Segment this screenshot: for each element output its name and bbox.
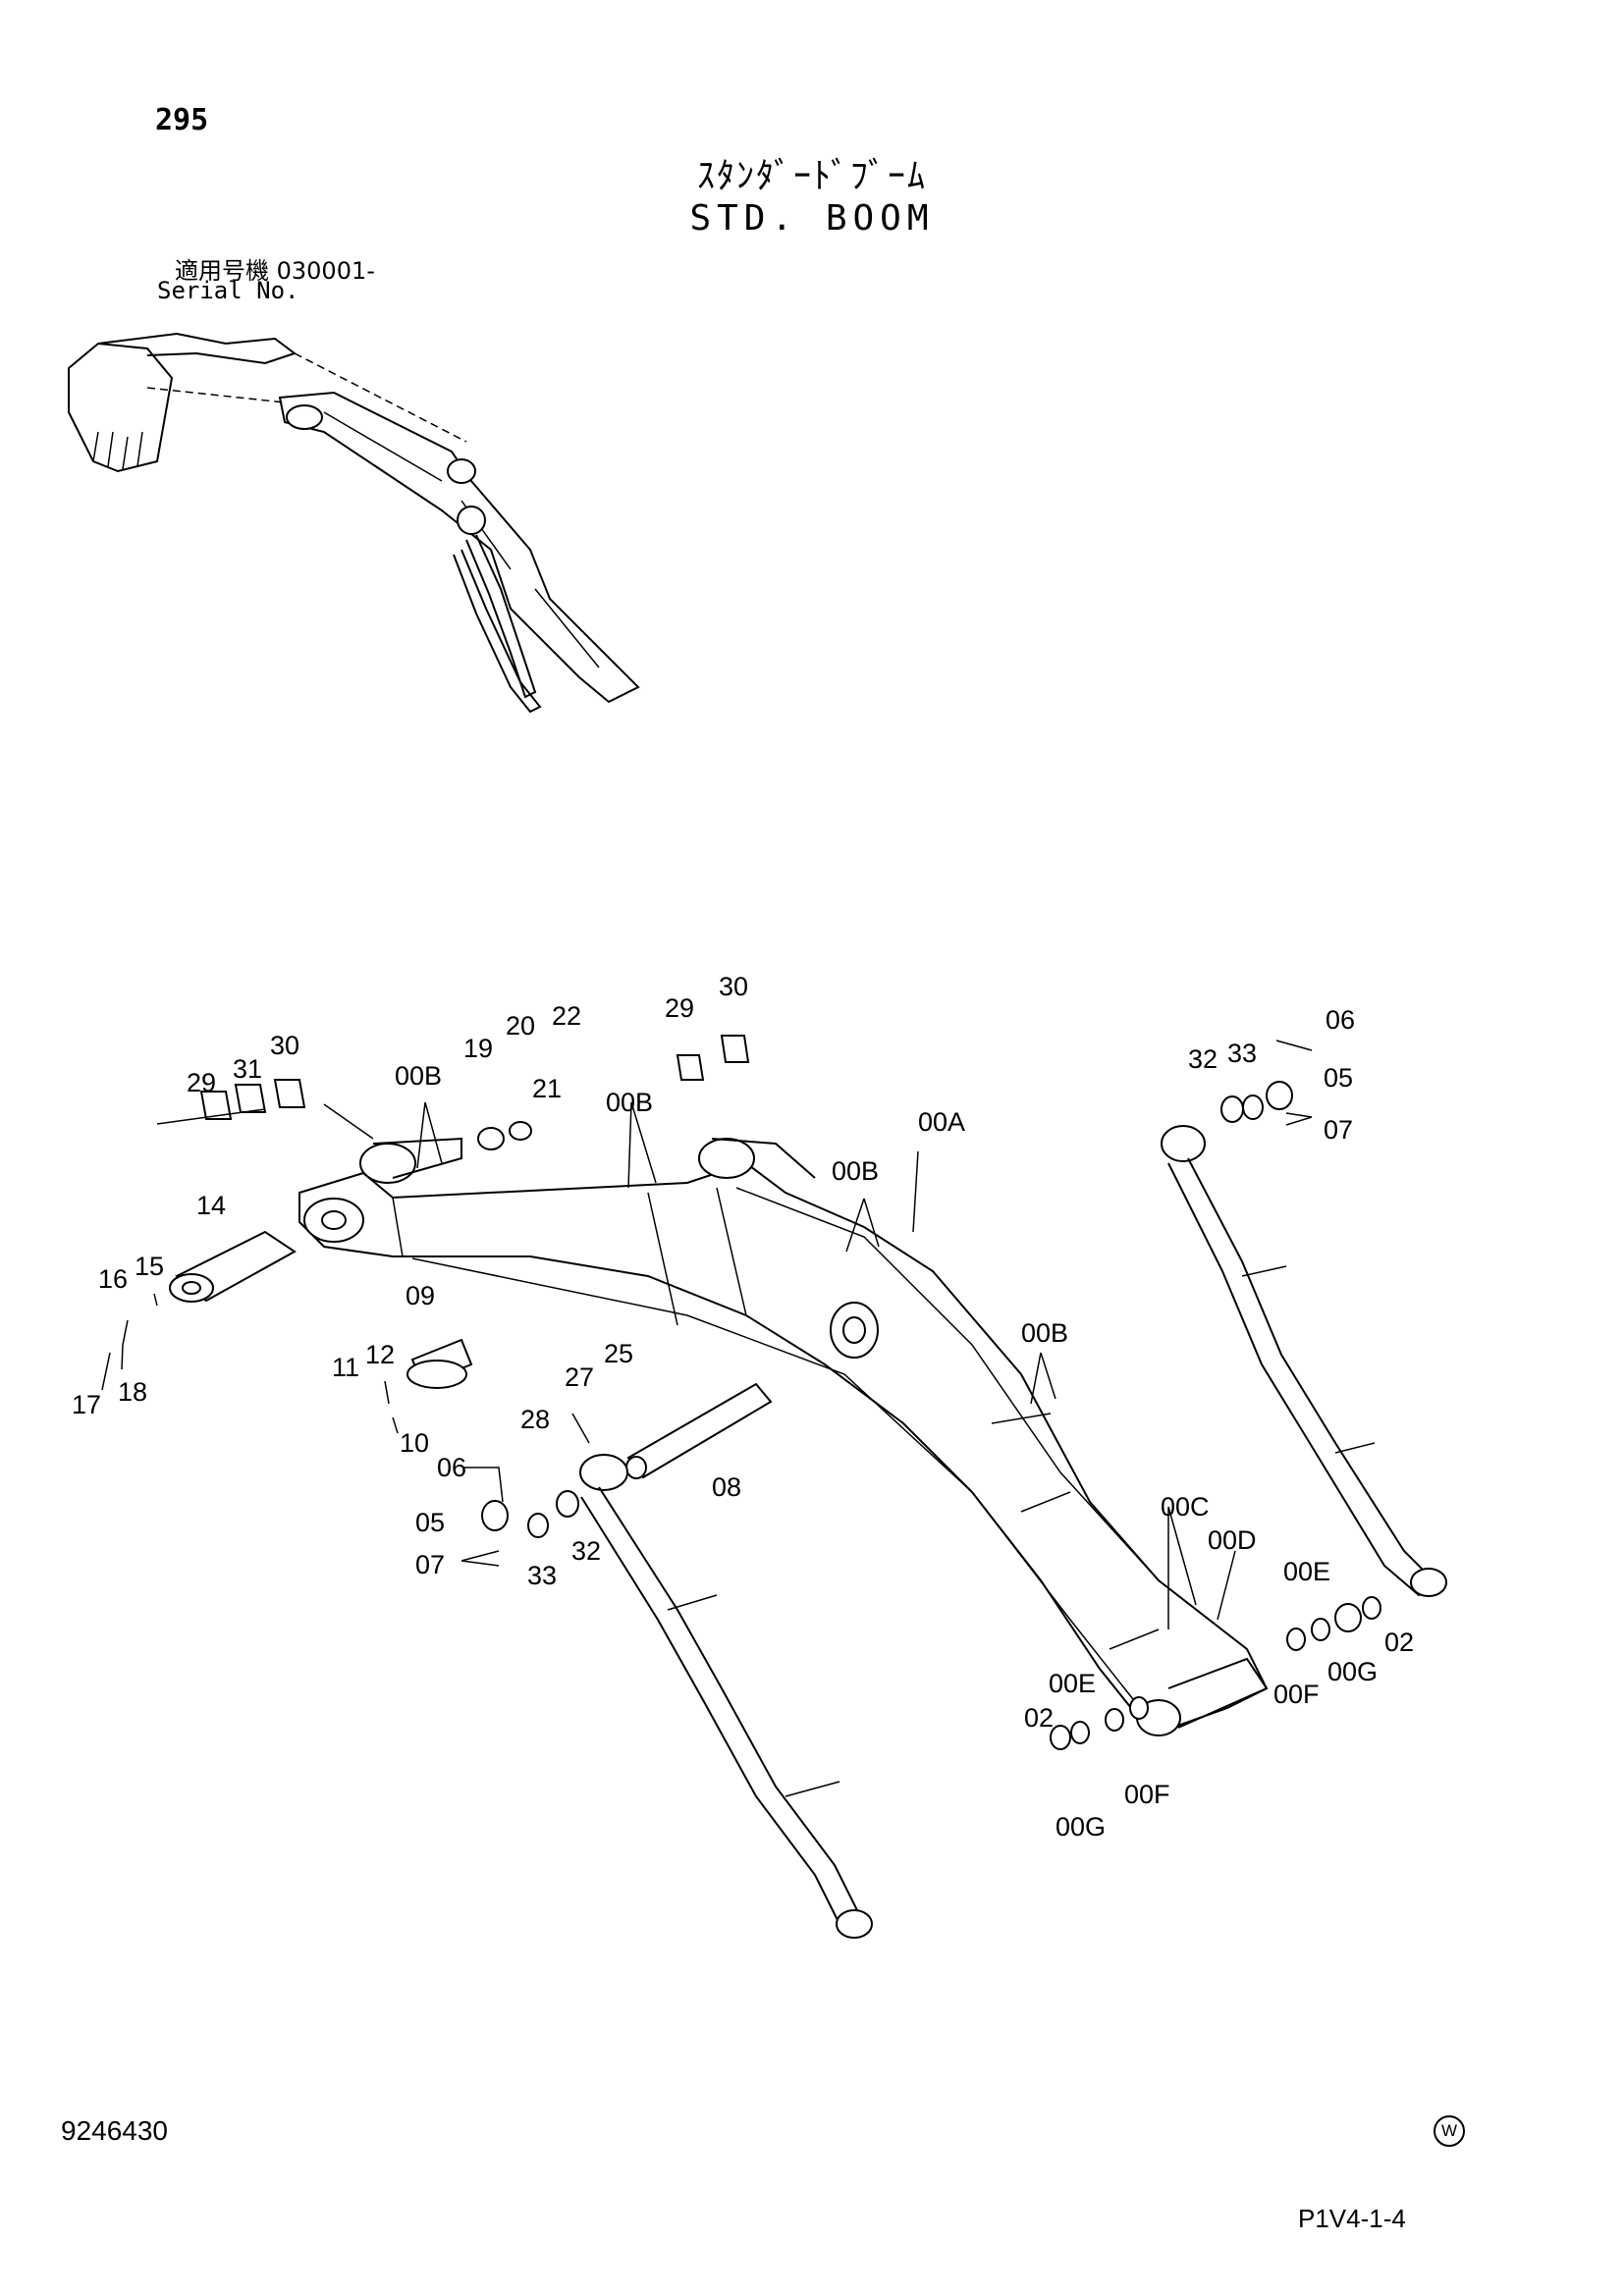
- ring-00e-left: [1105, 1708, 1124, 1732]
- callout-00b: 00B: [1021, 1318, 1069, 1348]
- callout-02: 02: [1024, 1703, 1055, 1733]
- callout-19: 19: [463, 1034, 494, 1063]
- washer-33-left: [527, 1513, 549, 1538]
- washer-32-right: [1220, 1095, 1244, 1123]
- ring-00f-left: [1129, 1696, 1149, 1720]
- callout-00d: 00D: [1208, 1525, 1257, 1555]
- callout-15: 15: [135, 1252, 165, 1281]
- callout-33: 33: [527, 1561, 558, 1590]
- callout-00g: 00G: [1327, 1657, 1379, 1686]
- callout-06: 06: [1326, 1005, 1356, 1035]
- callout-09: 09: [406, 1281, 436, 1310]
- callout-16: 16: [98, 1264, 129, 1294]
- pin-09: [406, 1338, 473, 1389]
- serial-label: Serial No.: [157, 277, 299, 304]
- callout-05: 05: [1324, 1063, 1354, 1093]
- callout-22: 22: [552, 1001, 582, 1031]
- callout-00b: 00B: [606, 1088, 654, 1117]
- ring-00g-right: [1334, 1603, 1362, 1632]
- washer-05-left: [481, 1500, 509, 1531]
- callout-00f: 00F: [1124, 1780, 1170, 1809]
- ring-00g-left: [1070, 1721, 1090, 1744]
- washer-32-left: [556, 1490, 579, 1518]
- callout-00b: 00B: [395, 1061, 443, 1091]
- w-mark-icon: W: [1434, 2115, 1465, 2147]
- title-japanese: ｽﾀﾝﾀﾞｰﾄﾞﾌﾞｰﾑ: [697, 156, 927, 196]
- page-title: STD. BOOM: [689, 198, 935, 239]
- plate-30-right: [720, 1035, 750, 1063]
- washer-05-right: [1266, 1081, 1293, 1110]
- ring-00f-right: [1286, 1628, 1306, 1651]
- plate-29-right: [676, 1054, 705, 1081]
- plate-30-left: [273, 1079, 306, 1108]
- callout-31: 31: [233, 1054, 263, 1084]
- callout-20: 20: [506, 1011, 536, 1041]
- page-code: P1V4-1-4: [1298, 2204, 1406, 2233]
- document-number: 9246430: [61, 2115, 169, 2146]
- callout-05: 05: [415, 1508, 446, 1537]
- plate-guide-lines: [156, 1103, 374, 1140]
- plate-29-left: [199, 1091, 233, 1120]
- callout-32: 32: [1188, 1044, 1218, 1074]
- callout-14: 14: [196, 1191, 227, 1220]
- callout-25: 25: [604, 1339, 634, 1368]
- ring-02-right: [1362, 1596, 1381, 1620]
- callout-06: 06: [437, 1453, 467, 1482]
- callout-30: 30: [270, 1031, 300, 1060]
- pin-14: [169, 1230, 297, 1303]
- pin-08: [625, 1382, 773, 1479]
- callout-28: 28: [520, 1405, 551, 1434]
- callout-08: 08: [712, 1472, 742, 1502]
- callout-00c: 00C: [1161, 1492, 1210, 1522]
- boom-cylinder-right: [1161, 1125, 1447, 1597]
- callout-07: 07: [1324, 1115, 1354, 1145]
- callout-30: 30: [719, 972, 749, 1001]
- callout-18: 18: [118, 1377, 148, 1407]
- callout-00b: 00B: [832, 1156, 880, 1186]
- leader-lines: [101, 1040, 1313, 1629]
- callout-07: 07: [415, 1550, 446, 1579]
- washer-33-right: [1242, 1095, 1264, 1120]
- callout-00e: 00E: [1283, 1557, 1331, 1586]
- ring-02-left: [1050, 1725, 1071, 1750]
- callout-29: 29: [665, 993, 695, 1023]
- page-number: 295: [155, 103, 209, 137]
- washer-19: [477, 1127, 505, 1150]
- callout-29: 29: [187, 1068, 217, 1097]
- callout-12: 12: [365, 1340, 396, 1369]
- callout-00f: 00F: [1273, 1680, 1320, 1709]
- callout-00e: 00E: [1049, 1669, 1097, 1698]
- callout-10: 10: [400, 1428, 430, 1458]
- overview-illustration: [68, 332, 640, 714]
- callout-32: 32: [571, 1536, 602, 1566]
- callout-27: 27: [565, 1362, 595, 1392]
- callout-11: 11: [332, 1353, 360, 1382]
- plate-31: [234, 1084, 267, 1113]
- ring-00e-right: [1311, 1618, 1330, 1641]
- callout-33: 33: [1227, 1039, 1258, 1068]
- boom-body: [298, 1137, 1269, 1736]
- serial-label-japanese: 適用号機 030001-: [175, 257, 375, 285]
- callout-21: 21: [532, 1074, 563, 1103]
- callout-00g: 00G: [1056, 1812, 1107, 1842]
- boom-cylinder-left: [579, 1454, 873, 1939]
- callout-00a: 00A: [918, 1107, 966, 1137]
- washer-20: [509, 1121, 532, 1141]
- callout-17: 17: [72, 1390, 102, 1419]
- callout-02: 02: [1384, 1628, 1415, 1657]
